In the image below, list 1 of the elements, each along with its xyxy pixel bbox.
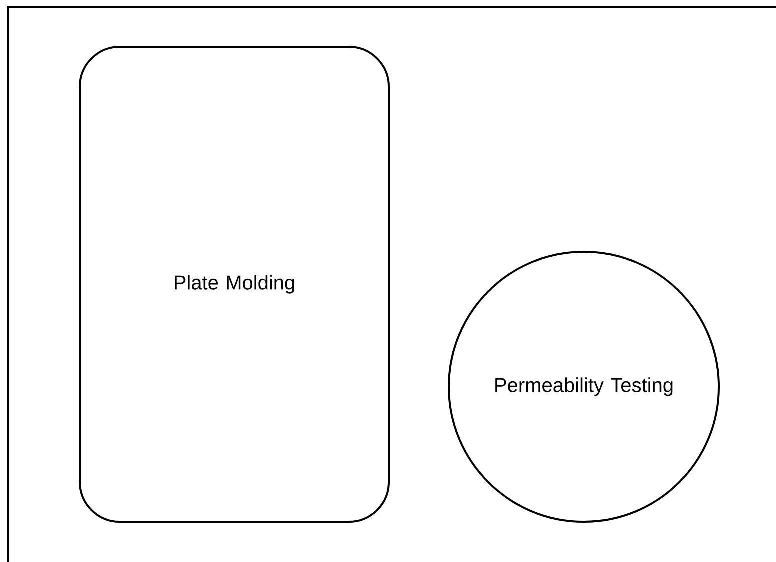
process-box: Plate Molding xyxy=(79,46,390,523)
